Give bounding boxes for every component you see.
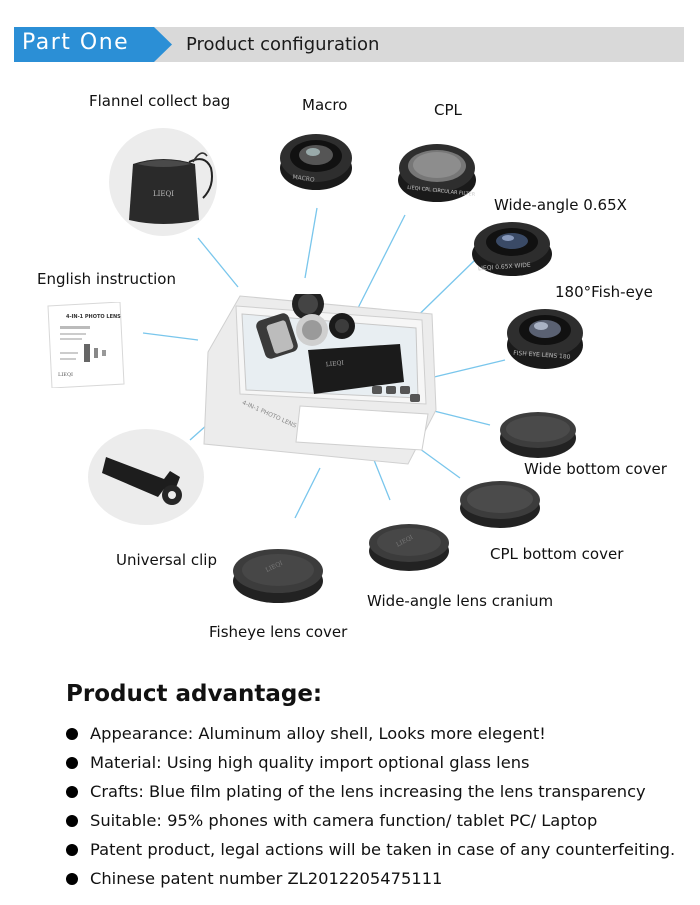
line-macro bbox=[304, 207, 318, 279]
bullet-icon bbox=[66, 757, 78, 769]
advantage-text: Suitable: 95% phones with camera functio… bbox=[90, 811, 598, 830]
bag-brand-text: LIEQI bbox=[153, 190, 174, 198]
bullet-icon bbox=[66, 815, 78, 827]
label-cpl: CPL bbox=[434, 101, 462, 119]
bullet-icon bbox=[66, 728, 78, 740]
fisheye-cover-image: LIEQI bbox=[233, 549, 323, 603]
label-universal-clip: Universal clip bbox=[116, 551, 217, 569]
flannel-bag-image: LIEQI bbox=[109, 128, 217, 236]
advantage-item: Appearance: Aluminum alloy shell, Looks … bbox=[66, 722, 686, 751]
line-cpl bbox=[357, 214, 406, 309]
bullet-icon bbox=[66, 786, 78, 798]
label-cpl-bottom-cover: CPL bottom cover bbox=[490, 545, 624, 563]
fisheye-lens-image: FISH EYE LENS 180 bbox=[507, 309, 583, 369]
part-tab-shape bbox=[14, 27, 172, 62]
product-box-image: LIEQI 4-IN-1 PHOTO LENS bbox=[203, 294, 437, 465]
advantage-item: Crafts: Blue film plating of the lens in… bbox=[66, 780, 686, 809]
advantage-text: Crafts: Blue film plating of the lens in… bbox=[90, 782, 646, 801]
box-brand-text: LIEQI bbox=[325, 359, 344, 368]
advantage-text: Appearance: Aluminum alloy shell, Looks … bbox=[90, 724, 546, 743]
label-wide-angle: Wide-angle 0.65X bbox=[494, 196, 627, 214]
advantage-item: Suitable: 95% phones with camera functio… bbox=[66, 809, 686, 838]
advantage-item: Chinese patent number ZL2012205475111 bbox=[66, 867, 686, 896]
advantage-text: Patent product, legal actions will be ta… bbox=[90, 840, 676, 859]
line-wide-cover bbox=[429, 409, 491, 426]
label-wide-angle-cranium: Wide-angle lens cranium bbox=[367, 592, 554, 610]
line-fisheye-cover bbox=[294, 467, 321, 519]
instruction-brand-text: LIEQI bbox=[58, 372, 73, 378]
label-fisheye-cover: Fisheye lens cover bbox=[209, 623, 348, 641]
advantage-item: Material: Using high quality import opti… bbox=[66, 751, 686, 780]
advantage-list: Appearance: Aluminum alloy shell, Looks … bbox=[66, 722, 686, 896]
label-flannel-bag: Flannel collect bag bbox=[89, 92, 231, 110]
bullet-icon bbox=[66, 873, 78, 885]
bullet-icon bbox=[66, 844, 78, 856]
instruction-sheet-image: 4-IN-1 PHOTO LENS LIEQI bbox=[47, 302, 125, 388]
cpl-lens-image: LIEQI CPL CIRCULAR FILTER bbox=[398, 144, 476, 202]
advantage-title: Product advantage: bbox=[66, 681, 323, 707]
label-english-instruction: English instruction bbox=[37, 270, 176, 288]
label-macro: Macro bbox=[302, 96, 348, 114]
macro-ring-text: MACRO bbox=[292, 174, 315, 184]
line-fisheye bbox=[429, 359, 506, 379]
cpl-bottom-cover-image bbox=[460, 481, 540, 528]
universal-clip-image bbox=[88, 429, 204, 525]
wide-angle-lens-image: LIEQI 0.65X WIDE bbox=[472, 222, 552, 276]
wide-ring-text: LIEQI 0.65X WIDE bbox=[478, 262, 531, 273]
advantage-item: Patent product, legal actions will be ta… bbox=[66, 838, 686, 867]
line-bag bbox=[197, 237, 239, 288]
advantage-text: Chinese patent number ZL2012205475111 bbox=[90, 869, 443, 888]
instruction-title-text: 4-IN-1 PHOTO LENS bbox=[66, 314, 121, 320]
fisheye-ring-text: FISH EYE LENS 180 bbox=[513, 350, 571, 361]
label-fisheye: 180°Fish-eye bbox=[555, 283, 653, 301]
label-wide-bottom-cover: Wide bottom cover bbox=[524, 460, 667, 478]
macro-lens-image: MACRO bbox=[280, 134, 352, 190]
section-title: Product configuration bbox=[186, 34, 380, 55]
part-one-tab: Part One bbox=[14, 27, 172, 62]
advantage-text: Material: Using high quality import opti… bbox=[90, 753, 530, 772]
wide-angle-cranium-image: LIEQI bbox=[369, 524, 449, 571]
part-one-label: Part One bbox=[22, 30, 130, 55]
wide-bottom-cover-image bbox=[500, 412, 576, 458]
line-instruction bbox=[142, 332, 199, 341]
